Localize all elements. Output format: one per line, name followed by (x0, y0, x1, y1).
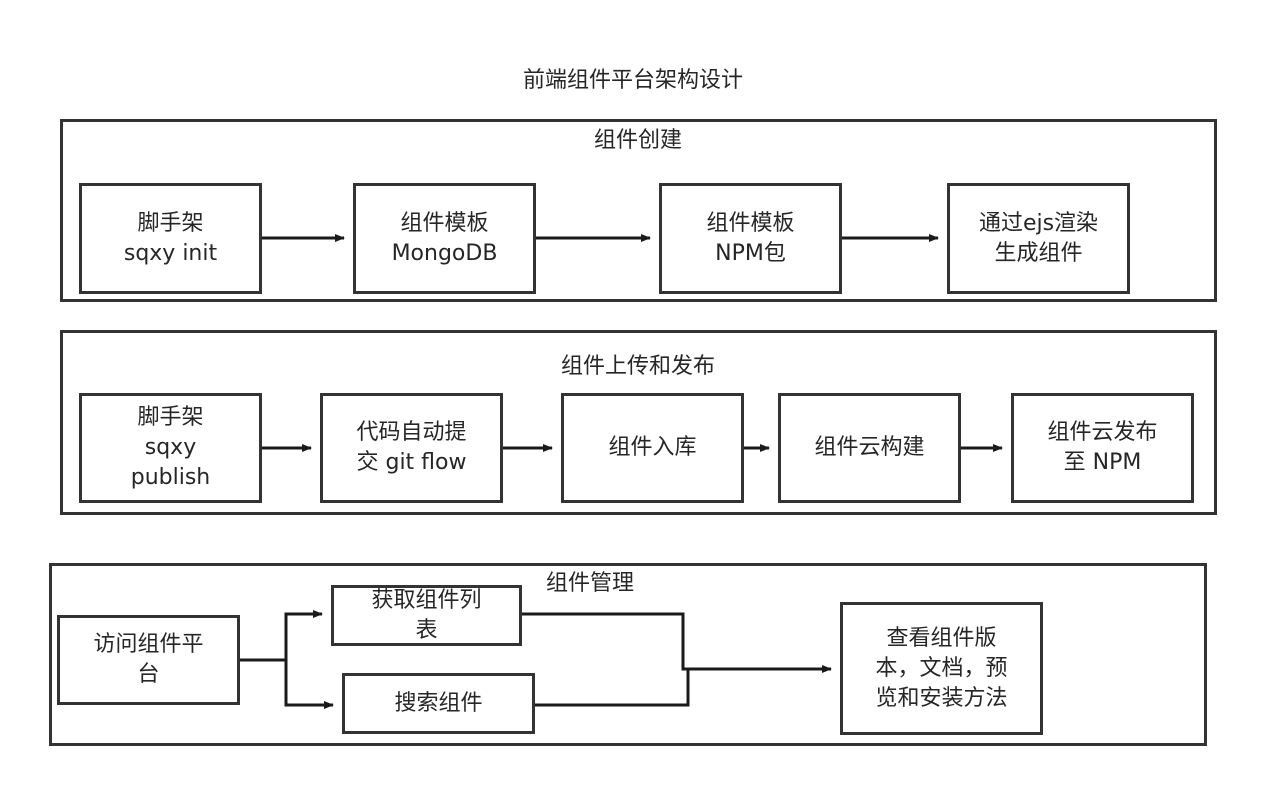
node-template-mongodb: 组件模板 MongoDB (353, 183, 536, 294)
panel-component-creation (60, 119, 1217, 302)
node-ejs-render: 通过ejs渲染 生成组件 (947, 183, 1130, 294)
node-visit-platform: 访问组件平 台 (57, 615, 240, 705)
node-publish-npm: 组件云发布 至 NPM (1011, 393, 1194, 503)
arrow-search-to-details (535, 669, 690, 707)
arrow-list-to-details (522, 612, 832, 673)
node-git-flow: 代码自动提 交 git flow (320, 393, 503, 503)
panel-title-upload-publish: 组件上传和发布 (560, 354, 715, 379)
panel-title-creation: 组件创建 (593, 128, 682, 153)
arrow-visit-to-search (284, 660, 334, 709)
panel-upload-publish (60, 330, 1217, 515)
node-template-npm: 组件模板 NPM包 (659, 183, 842, 294)
arrow-visit-to-list (240, 610, 323, 662)
node-cloud-build: 组件云构建 (778, 393, 961, 503)
node-view-details: 查看组件版 本，文档，预 览和安装方法 (840, 602, 1043, 735)
diagram-title: 前端组件平台架构设计 (522, 68, 743, 93)
node-scaffold-publish: 脚手架 sqxy publish (79, 393, 262, 503)
node-search-component: 搜索组件 (342, 673, 535, 734)
panel-component-management (49, 563, 1207, 746)
panel-title-management: 组件管理 (545, 571, 634, 596)
node-store-component: 组件入库 (561, 393, 744, 503)
node-fetch-list: 获取组件列 表 (331, 585, 522, 646)
node-scaffold-init: 脚手架 sqxy init (79, 183, 262, 294)
